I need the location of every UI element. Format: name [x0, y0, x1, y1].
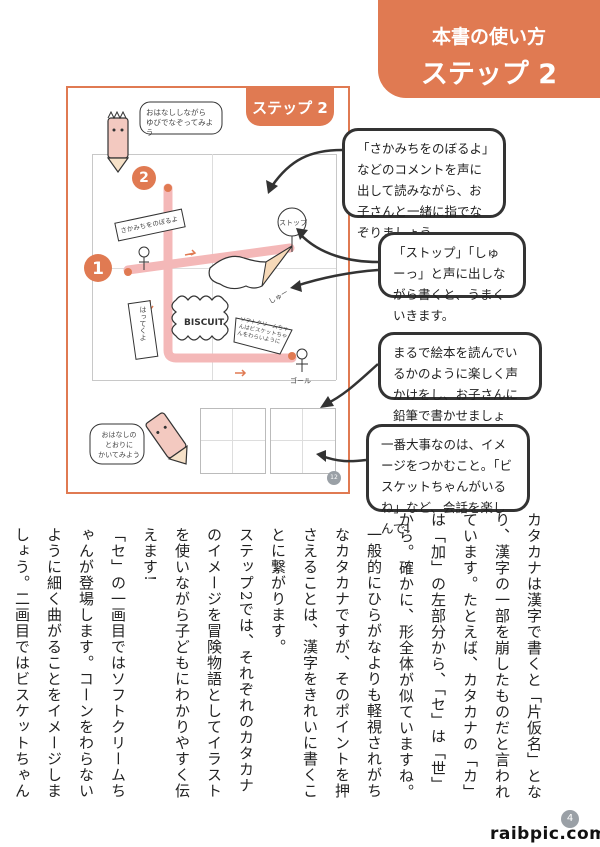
ice-cream-icon — [208, 245, 293, 290]
callout-most-important: 一番大事なのは、イメージをつかむこと。「ビスケットちゃんがいるね」など、会話を楽… — [366, 424, 530, 536]
body-paragraph: ステップ2では、それぞれのカタカナのイメージを冒険物語としてイラストを使いながら… — [141, 527, 255, 799]
grid-line — [92, 154, 336, 155]
speech-text-bottom: おはなしの とおりに かいてみよう — [98, 431, 140, 459]
stop-label: ストップ — [279, 219, 307, 227]
goal-figure-icon — [296, 348, 308, 372]
end-dot — [288, 352, 296, 360]
biscuit-label: BISCUIT — [184, 318, 225, 328]
step-number-2: 2 — [139, 170, 149, 186]
step-number-1-badge — [84, 254, 112, 282]
stroke-path-1 — [123, 243, 295, 275]
sample-page-number-text: 12 — [330, 474, 338, 481]
biscuit-icon — [171, 295, 229, 341]
step-number-1: 1 — [92, 259, 104, 279]
grid-line — [92, 380, 336, 381]
body-paragraph: 一般的にひらがなよりも軽視されがちなカタカナですが、そのポイントを押さえることは… — [269, 527, 383, 799]
arrow-icon — [184, 249, 197, 256]
start-dot-1 — [124, 268, 132, 276]
goal-label: ゴール — [290, 377, 311, 385]
vertical-sign-icon — [127, 300, 159, 360]
practice-box — [200, 408, 266, 474]
connector-arrow — [325, 363, 379, 406]
sample-step-tab: ステップ 2 — [246, 86, 334, 126]
grid-line — [336, 154, 337, 380]
practice-box — [270, 408, 336, 474]
speech-text-top: おはなししながら ゆびでなぞってみよう — [146, 108, 214, 137]
pencil-character-icon — [106, 110, 130, 174]
sample-page-number — [327, 471, 341, 485]
start-dot-2 — [164, 184, 172, 192]
step-heading: ステップ 2 — [420, 59, 558, 90]
signpost-icon — [114, 208, 186, 242]
speech-bubble — [139, 101, 223, 135]
body-paragraph: カタカナは漢字で書くと「片仮名」となり、漢字の一部を崩したものだと言われています… — [397, 512, 543, 800]
arrow-icon — [235, 369, 247, 377]
header-tab: 本書の使い方 ステップ 2 — [378, 0, 600, 98]
page-title: 本書の使い方 — [431, 26, 546, 48]
crawl-sign-label: はってくよ — [139, 306, 147, 341]
step-number-2-badge — [132, 166, 156, 190]
child-figure-icon — [138, 246, 150, 270]
callout-storybook: まるで絵本を読んでいるかのように楽しく声かけをし、お子さんに鉛筆で書かせましょう… — [378, 332, 542, 444]
speech-bubble — [89, 423, 145, 465]
connector-arrow — [321, 454, 367, 463]
connector-arrow — [270, 148, 343, 187]
page-number: 4 — [561, 810, 579, 828]
note-bubble — [233, 317, 293, 355]
connector-arrow — [295, 268, 379, 288]
stroke-path-2 — [163, 183, 297, 363]
callout-trace-with-finger: 「さかみちをのぼるよ」などのコメントを声に出して読みながら、お子さんと一緒に指で… — [342, 128, 506, 240]
body-text: カタカナは漢字で書くと「片仮名」となり、漢字の一部を崩したものだと言われています… — [13, 512, 550, 802]
callout-say-aloud: 「ストップ」「しゅーっ」と声に出しながら書くと、うまくいきます。 — [378, 232, 526, 323]
connector-arrow — [299, 233, 379, 264]
body-paragraph: 「セ」の一画目ではソフトクリームちゃんが登場します。コーンをわらないように細く曲… — [13, 527, 127, 799]
watermark: raibpic.com — [490, 824, 600, 844]
pencil-character-icon — [145, 412, 188, 465]
